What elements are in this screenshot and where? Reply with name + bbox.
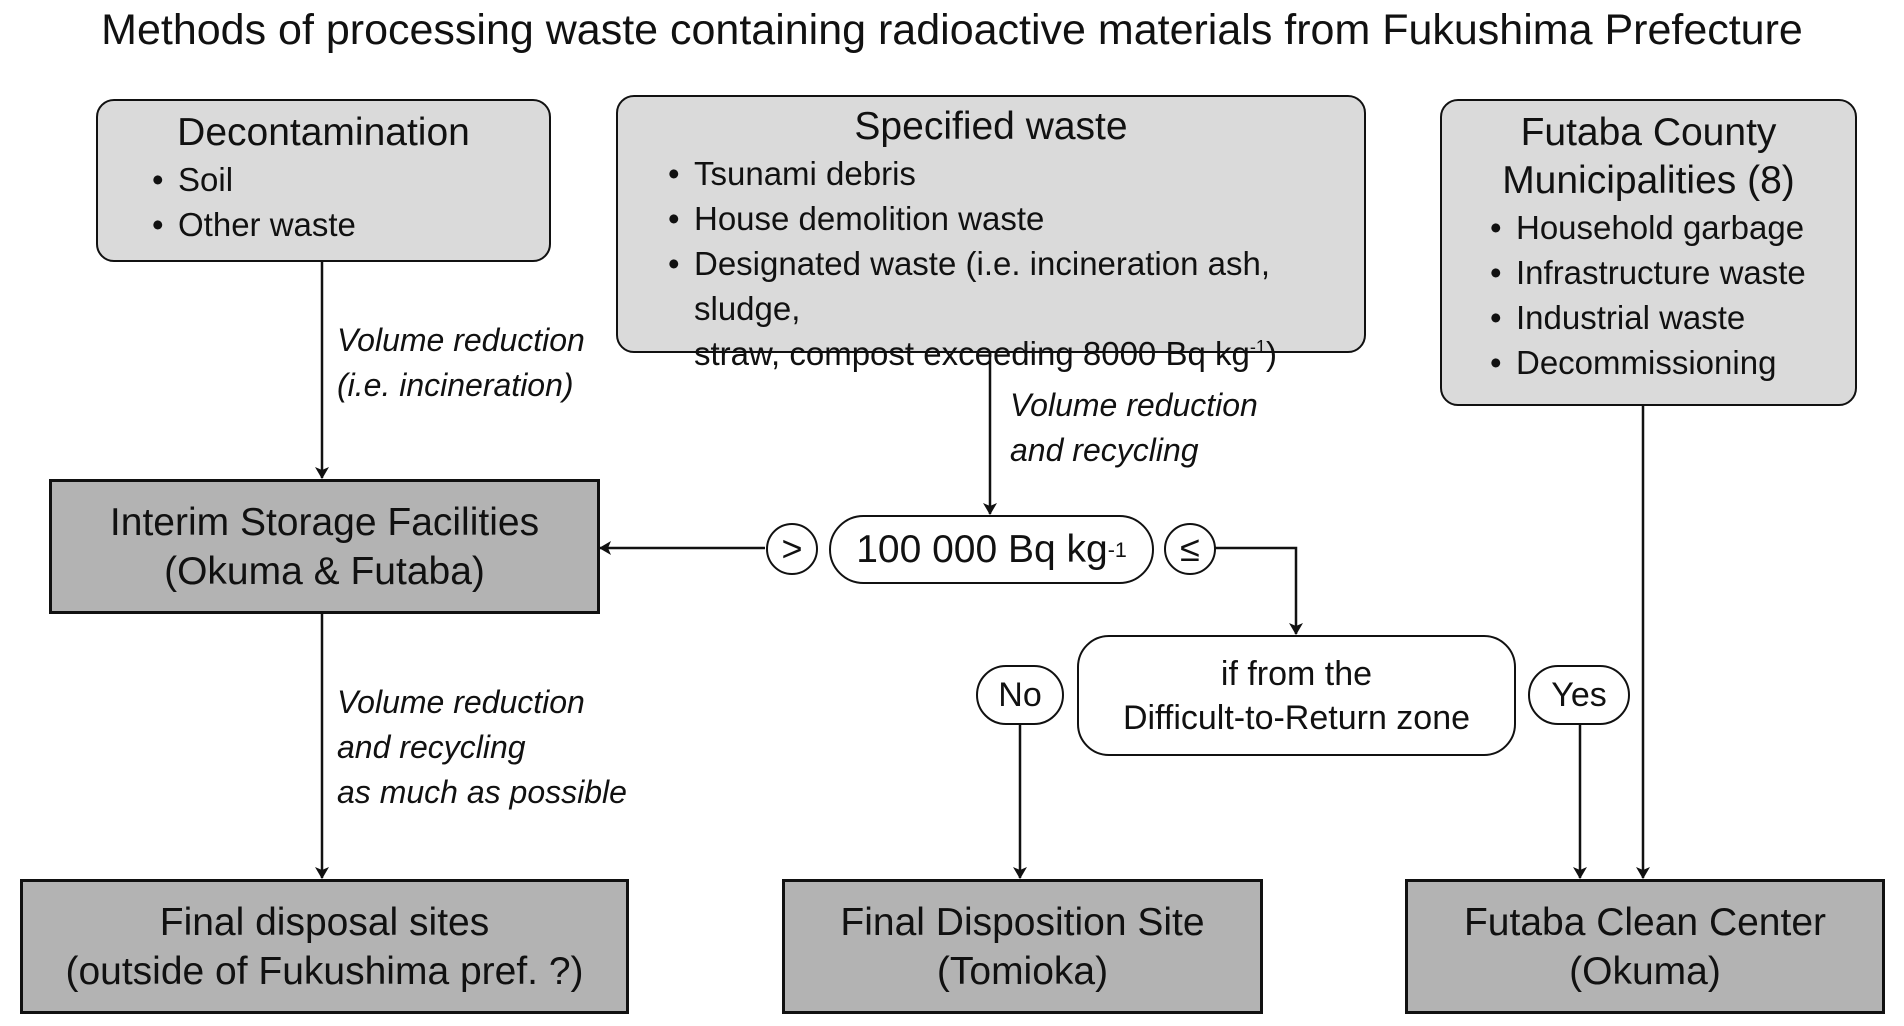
edge-label-decon-to-interim: Volume reduction (i.e. incineration) <box>337 318 585 408</box>
final-disposal-box: Final disposal sites (outside of Fukushi… <box>20 879 629 1014</box>
condition-line2: Difficult-to-Return zone <box>1122 698 1471 737</box>
edge-label-interim-to-final: Volume reduction and recycling as much a… <box>337 680 627 815</box>
greater-than-badge: > <box>766 523 818 575</box>
futaba-county-box: Futaba County Municipalities (8) Househo… <box>1440 99 1857 406</box>
threshold-value: 100 000 Bq kg <box>856 527 1108 571</box>
list-item: House demolition waste <box>668 196 1364 241</box>
final-disposition-location: (Tomioka) <box>936 949 1109 993</box>
edge-label-line: (i.e. incineration) <box>337 367 574 403</box>
decontamination-list: Soil Other waste <box>152 157 549 247</box>
futaba-county-heading-line2: Municipalities (8) <box>1502 159 1795 202</box>
interim-storage-box: Interim Storage Facilities (Okuma & Futa… <box>49 479 600 614</box>
decontamination-box: Decontamination Soil Other waste <box>96 99 551 262</box>
list-item: Household garbage <box>1490 205 1855 250</box>
clean-center-name: Futaba Clean Center <box>1463 900 1827 944</box>
edge-label-line: Volume reduction <box>337 322 585 358</box>
edge-label-line: as much as possible <box>337 774 627 810</box>
diagram-title: Methods of processing waste containing r… <box>101 6 1803 54</box>
futaba-county-list: Household garbage Infrastructure waste I… <box>1490 205 1855 385</box>
arrow-threshold-to-condition <box>1215 546 1303 635</box>
edge-label-line: Volume reduction <box>1010 387 1258 423</box>
clean-center-box: Futaba Clean Center (Okuma) <box>1405 879 1885 1014</box>
specified-waste-box: Specified waste Tsunami debris House dem… <box>616 95 1366 372</box>
final-disposal-location: (outside of Fukushima pref. ?) <box>65 949 584 993</box>
list-item: Industrial waste <box>1490 295 1855 340</box>
decontamination-heading: Decontamination <box>177 111 470 154</box>
condition-box: if from the Difficult-to-Return zone <box>1077 635 1516 756</box>
final-disposition-name: Final Disposition Site <box>840 900 1205 944</box>
yes-label: Yes <box>1551 675 1607 714</box>
list-item-close: ) <box>1265 335 1277 372</box>
interim-storage-location: (Okuma & Futaba) <box>164 549 485 593</box>
final-disposition-box: Final Disposition Site (Tomioka) <box>782 879 1263 1014</box>
list-item-text: Designated waste (i.e. incineration ash,… <box>694 245 1270 327</box>
edge-label-line: and recycling <box>337 729 526 765</box>
list-item: Other waste <box>152 202 549 247</box>
yes-badge: Yes <box>1528 665 1630 725</box>
list-item: Infrastructure waste <box>1490 250 1855 295</box>
edge-label-specified-to-threshold: Volume reduction and recycling <box>1010 383 1258 473</box>
edge-label-line: Volume reduction <box>337 684 585 720</box>
specified-waste-heading: Specified waste <box>854 105 1128 148</box>
list-item: Designated waste (i.e. incineration ash,… <box>668 241 1364 376</box>
clean-center-location: (Okuma) <box>1569 949 1721 993</box>
interim-storage-name: Interim Storage Facilities <box>109 500 540 544</box>
final-disposal-name: Final disposal sites <box>159 900 490 944</box>
condition-line1: if from the <box>1220 654 1373 693</box>
no-label: No <box>998 675 1042 714</box>
list-item: Decommissioning <box>1490 340 1855 385</box>
no-badge: No <box>976 665 1064 725</box>
unit-exponent: -1 <box>1249 337 1266 357</box>
less-equal-badge: ≤ <box>1164 523 1216 575</box>
list-item: Soil <box>152 157 549 202</box>
specified-waste-list: Tsunami debris House demolition waste De… <box>668 151 1364 376</box>
futaba-county-heading-line1: Futaba County <box>1520 111 1777 154</box>
list-item-continuation: straw, compost exceeding 8000 Bq kg <box>694 335 1250 372</box>
less-equal-symbol: ≤ <box>1180 528 1200 569</box>
greater-than-symbol: > <box>781 528 803 569</box>
threshold-pill: 100 000 Bq kg-1 <box>829 515 1154 584</box>
edge-label-line: and recycling <box>1010 432 1199 468</box>
list-item: Tsunami debris <box>668 151 1364 196</box>
